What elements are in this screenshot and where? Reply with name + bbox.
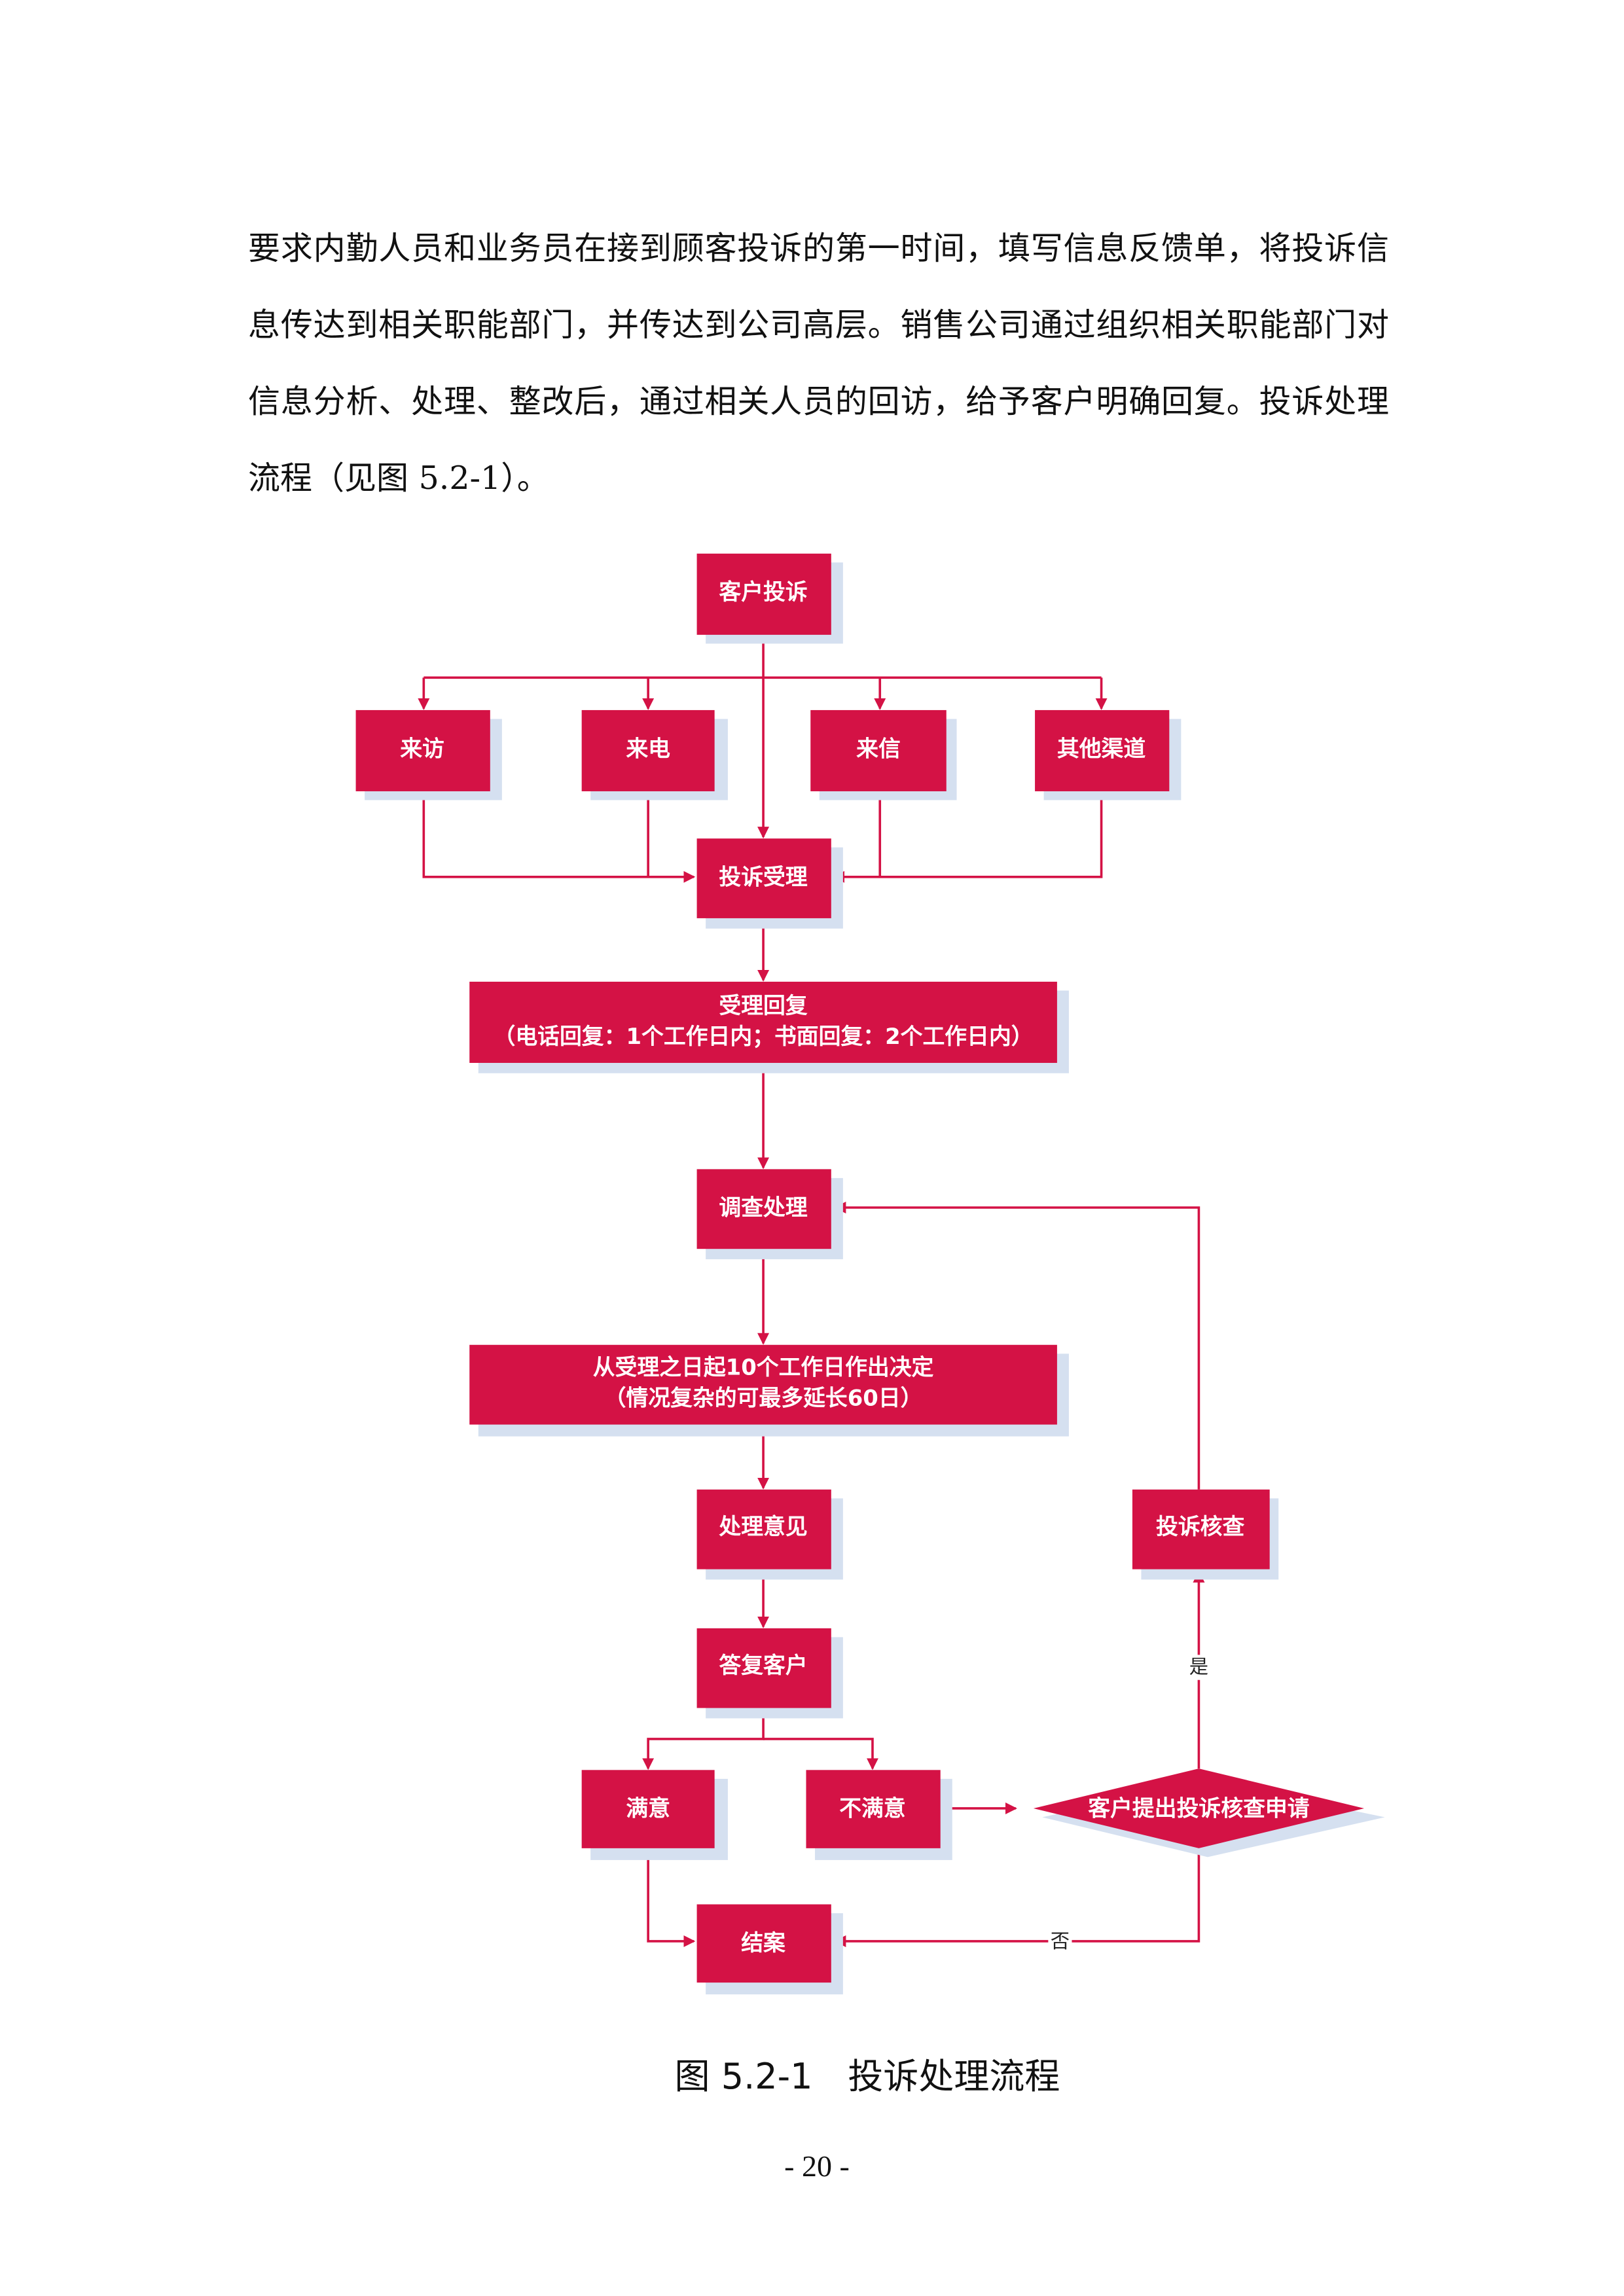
- node-label: （电话回复：1个工作日内；书面回复：2个工作日内）: [494, 1024, 1034, 1049]
- connectors: [418, 634, 1205, 1947]
- connector: [647, 1848, 696, 1947]
- node-unsatisfied: [806, 1770, 941, 1848]
- node-label: 结案: [741, 1930, 785, 1956]
- node-close: [696, 1904, 831, 1983]
- node-letter: [810, 709, 947, 791]
- node-label: 调查处理: [719, 1195, 807, 1221]
- connector: [833, 791, 1103, 883]
- node-decision: [469, 1344, 1057, 1425]
- node-review: [1132, 1489, 1270, 1570]
- nodes: 客户投诉 来访 来电 来信 其他渠道 投诉受理 受理回复 （电话回复：1个工作日…: [355, 553, 1385, 1995]
- paragraph-line: 信息分析、处理、整改后，通过相关人员的回访，给予客户明确回复。投诉处理: [248, 383, 1389, 420]
- node-label: 从受理之日起10个工作日作出决定: [593, 1354, 934, 1380]
- node-satisfied: [581, 1770, 715, 1848]
- node-label: 客户提出投诉核查申请: [1088, 1796, 1309, 1821]
- node-label: 处理意见: [718, 1514, 807, 1539]
- no-label: 否: [1051, 1930, 1070, 1952]
- node-accept: [696, 838, 831, 918]
- node-investigate: [696, 1169, 831, 1249]
- node-label: 来信: [856, 736, 901, 761]
- figure-caption: 图 5.2-1 投诉处理流程: [674, 2056, 1060, 2097]
- connector: [834, 1848, 1200, 1947]
- paragraph-line: 要求内勤人员和业务员在接到顾客投诉的第一时间，填写信息反馈单，将投诉信: [248, 230, 1389, 267]
- node-label: 答复客户: [719, 1653, 807, 1678]
- node-complaint: [696, 553, 831, 635]
- page-number: - 20 -: [784, 2149, 850, 2183]
- node-call: [581, 709, 715, 791]
- node-opinion: [696, 1489, 831, 1570]
- body-paragraph: 要求内勤人员和业务员在接到顾客投诉的第一时间，填写信息反馈单，将投诉信 息传达到…: [248, 226, 1389, 532]
- connector: [763, 1738, 878, 1770]
- paragraph-line: 息传达到相关职能部门，并传达到公司高层。销售公司通过组织相关职能部门对: [248, 306, 1389, 344]
- yes-label: 是: [1189, 1656, 1208, 1678]
- node-label: 不满意: [839, 1796, 905, 1821]
- node-label: 来访: [400, 736, 444, 761]
- node-answer: [696, 1628, 831, 1708]
- node-other: [1035, 709, 1170, 791]
- connector: [834, 1201, 1200, 1490]
- connector: [642, 1708, 765, 1770]
- node-label: 投诉核查: [1156, 1514, 1244, 1539]
- node-label: 受理回复: [719, 993, 807, 1018]
- node-label: 投诉受理: [719, 865, 807, 890]
- connector: [422, 791, 696, 883]
- node-reply: [469, 981, 1057, 1063]
- paragraph-line: 流程（见图 5.2-1）。: [248, 459, 549, 497]
- node-label: （情况复杂的可最多延长60日）: [604, 1386, 923, 1411]
- node-visit: [355, 709, 490, 791]
- node-label: 客户投诉: [719, 579, 807, 605]
- node-label: 来电: [626, 736, 670, 761]
- node-label: 其他渠道: [1057, 736, 1146, 761]
- node-label: 满意: [626, 1796, 670, 1821]
